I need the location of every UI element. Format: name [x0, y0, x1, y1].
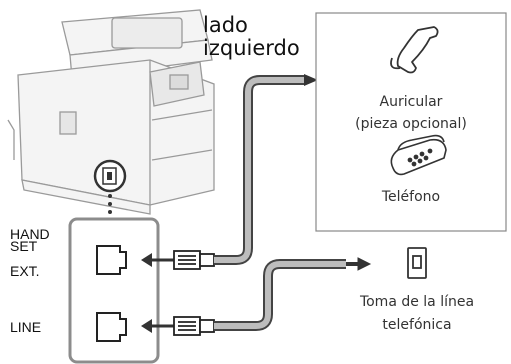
wall-jack-label-line1: Toma de la línea — [359, 294, 475, 310]
dotted-leader — [108, 194, 112, 214]
ext-plug-icon — [173, 250, 215, 270]
port-ext-label: EXT. — [10, 263, 40, 279]
wall-jack-icon — [407, 247, 427, 279]
wall-jack-label-line2: telefónica — [382, 317, 452, 333]
printer-illustration — [7, 9, 215, 215]
port-line-label: LINE — [10, 319, 42, 335]
side-label-line1: lado — [203, 13, 248, 37]
line-plug-icon — [173, 316, 215, 336]
arrow-to-phone-icon — [304, 74, 318, 86]
port-hand-label-line1: HAND — [10, 226, 50, 242]
line-jack-icon — [96, 312, 127, 342]
handset-label-line1: Auricular — [379, 94, 443, 110]
line-cable — [214, 259, 346, 331]
arrow-to-ext-icon — [141, 253, 152, 267]
ext-jack-icon — [96, 245, 127, 275]
telephone-label: Teléfono — [381, 189, 441, 205]
side-label-line2: izquierdo — [203, 36, 300, 60]
arrow-to-line-icon — [141, 319, 152, 333]
port-hand-label-line2: SET — [10, 238, 38, 254]
handset-label-line2: (pieza opcional) — [355, 116, 467, 132]
ext-cable — [214, 75, 304, 265]
handset-icon — [390, 26, 439, 74]
port-panel — [68, 217, 160, 364]
telephone-icon — [390, 134, 447, 176]
